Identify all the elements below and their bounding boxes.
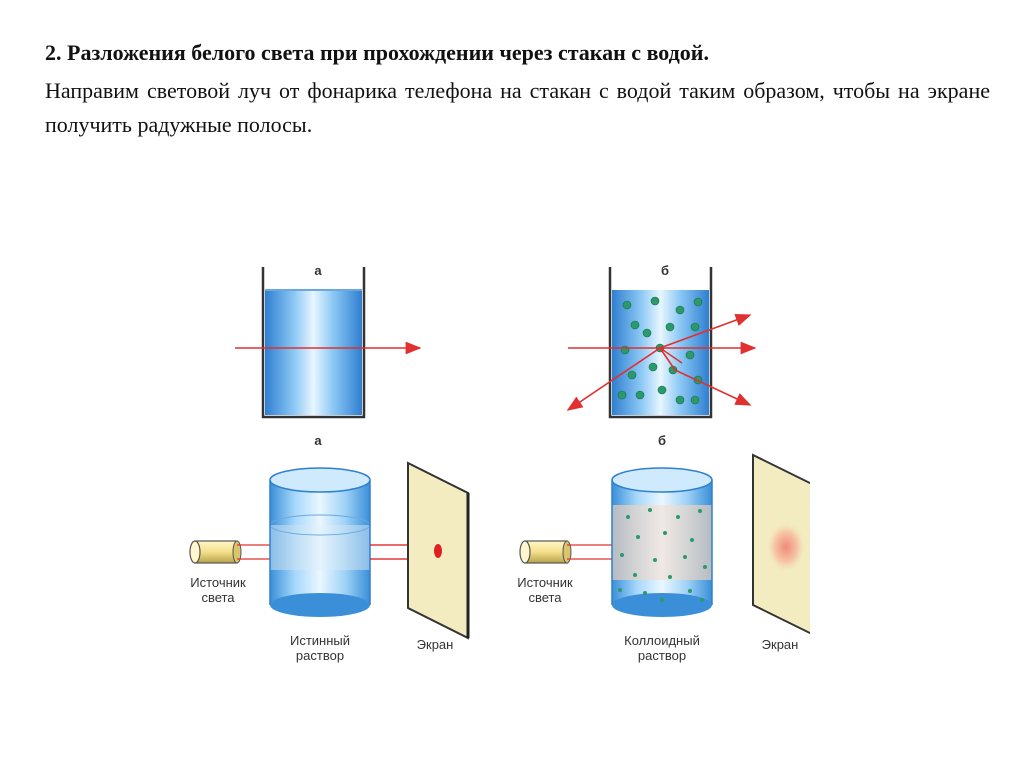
label-true-solution: Истинный раствор <box>289 633 351 663</box>
tyndall-effect-figure: а б а б Источник света Источник света Ис… <box>150 255 810 695</box>
ray-scatter-up <box>659 313 752 349</box>
ray-scatter-down-left <box>566 347 661 411</box>
label-source-right: Источник света <box>517 575 573 605</box>
label-b-top: б <box>660 263 670 278</box>
cylinder-true-solution <box>269 467 371 617</box>
label-a-bottom: а <box>314 433 322 448</box>
beaker-true-solution <box>235 267 422 419</box>
beaker-colloid-solution <box>566 267 757 419</box>
cylinder-colloid-solution <box>611 467 713 617</box>
light-source-left <box>189 540 242 564</box>
label-colloid-solution: Коллоидный раствор <box>624 633 700 663</box>
screen-right <box>752 453 810 635</box>
light-spot <box>434 544 442 558</box>
label-a-top: а <box>314 263 322 278</box>
label-screen-left: Экран <box>416 637 454 652</box>
slide-text: 2. Разложения белого света при прохожден… <box>45 38 990 142</box>
screen-left <box>407 461 470 640</box>
ray-scatter-down-right <box>674 369 752 406</box>
figure-drawing <box>189 267 810 640</box>
diffuse-glow <box>766 521 806 573</box>
label-source-left: Источник света <box>190 575 246 605</box>
slide-heading: 2. Разложения белого света при прохожден… <box>45 40 709 65</box>
colloid-particles <box>617 296 703 405</box>
label-b-bottom: б <box>657 433 667 448</box>
label-screen-right: Экран <box>761 637 799 652</box>
light-source-right <box>519 540 572 564</box>
slide-paragraph: Направим световой луч от фонарика телефо… <box>45 78 990 137</box>
